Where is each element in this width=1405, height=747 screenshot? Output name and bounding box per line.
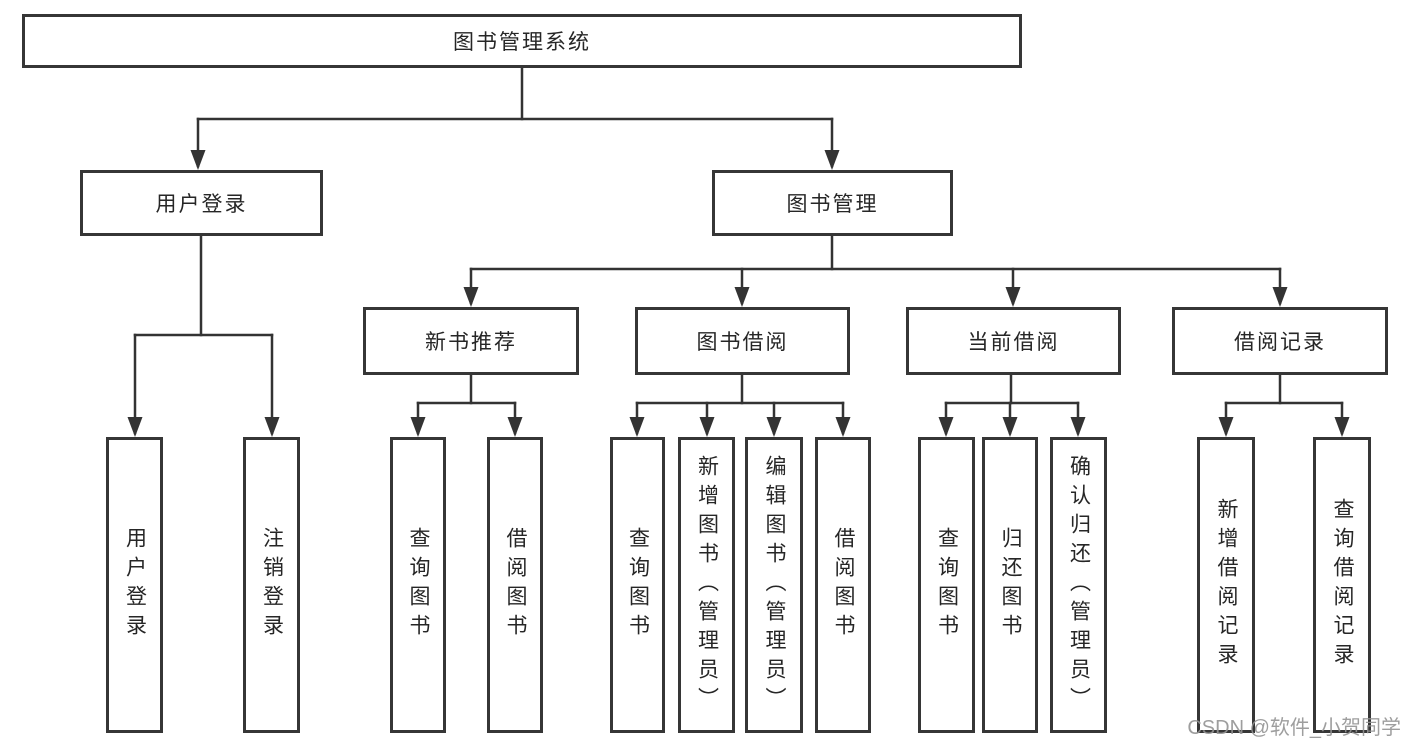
leaf-user-login: 用户登录 [106, 437, 163, 733]
leaf-edit-book-admin: 编辑图书（管理员） [745, 437, 803, 733]
leaf-query-borrow-record: 查询借阅记录 [1313, 437, 1371, 733]
node-label: 新增借阅记录 [1215, 498, 1238, 672]
node-user-login: 用户登录 [80, 170, 323, 236]
node-label: 借阅记录 [1234, 331, 1326, 354]
node-label: 借阅图书 [504, 527, 527, 643]
leaf-logout: 注销登录 [243, 437, 300, 733]
csdn-watermark: CSDN @软件_小贺同学 [1187, 717, 1401, 739]
leaf-borrow-books: 借阅图书 [815, 437, 871, 733]
node-label: 图书借阅 [696, 331, 789, 354]
node-label: 查询图书 [407, 527, 430, 643]
leaf-query-books-current: 查询图书 [918, 437, 975, 733]
node-label: 新书推荐 [425, 331, 517, 354]
node-label: 用户登录 [155, 193, 248, 216]
node-new-book-recommend: 新书推荐 [363, 307, 579, 375]
node-label: 用户登录 [123, 527, 147, 643]
node-book-borrow: 图书借阅 [635, 307, 850, 375]
node-current-borrow: 当前借阅 [906, 307, 1121, 375]
leaf-query-books-borrow: 查询图书 [610, 437, 665, 733]
connector-segments [133, 66, 1344, 435]
node-root-library-system: 图书管理系统 [22, 14, 1022, 68]
node-label: 注销登录 [260, 527, 284, 643]
node-label: 查询图书 [935, 527, 959, 643]
node-label: 当前借阅 [967, 331, 1060, 354]
arrowheads [127, 150, 1350, 437]
node-label: 查询借阅记录 [1331, 498, 1354, 672]
node-borrow-records: 借阅记录 [1172, 307, 1388, 375]
node-label: 新增图书（管理员） [695, 454, 719, 716]
leaf-add-book-admin: 新增图书（管理员） [678, 437, 735, 733]
leaf-add-borrow-record: 新增借阅记录 [1197, 437, 1255, 733]
leaf-borrow-books-recommend: 借阅图书 [487, 437, 543, 733]
leaf-confirm-return-admin: 确认归还（管理员） [1050, 437, 1107, 733]
node-label: 归还图书 [999, 527, 1022, 643]
node-label: 查询图书 [626, 527, 650, 643]
node-book-management: 图书管理 [712, 170, 953, 236]
leaf-return-book: 归还图书 [982, 437, 1038, 733]
node-label: 编辑图书（管理员） [763, 454, 786, 716]
node-label: 图书管理系统 [453, 31, 591, 54]
leaf-query-books-recommend: 查询图书 [390, 437, 446, 733]
node-label: 确认归还（管理员） [1067, 454, 1091, 716]
node-label: 借阅图书 [832, 527, 855, 643]
node-label: 图书管理 [786, 193, 879, 216]
